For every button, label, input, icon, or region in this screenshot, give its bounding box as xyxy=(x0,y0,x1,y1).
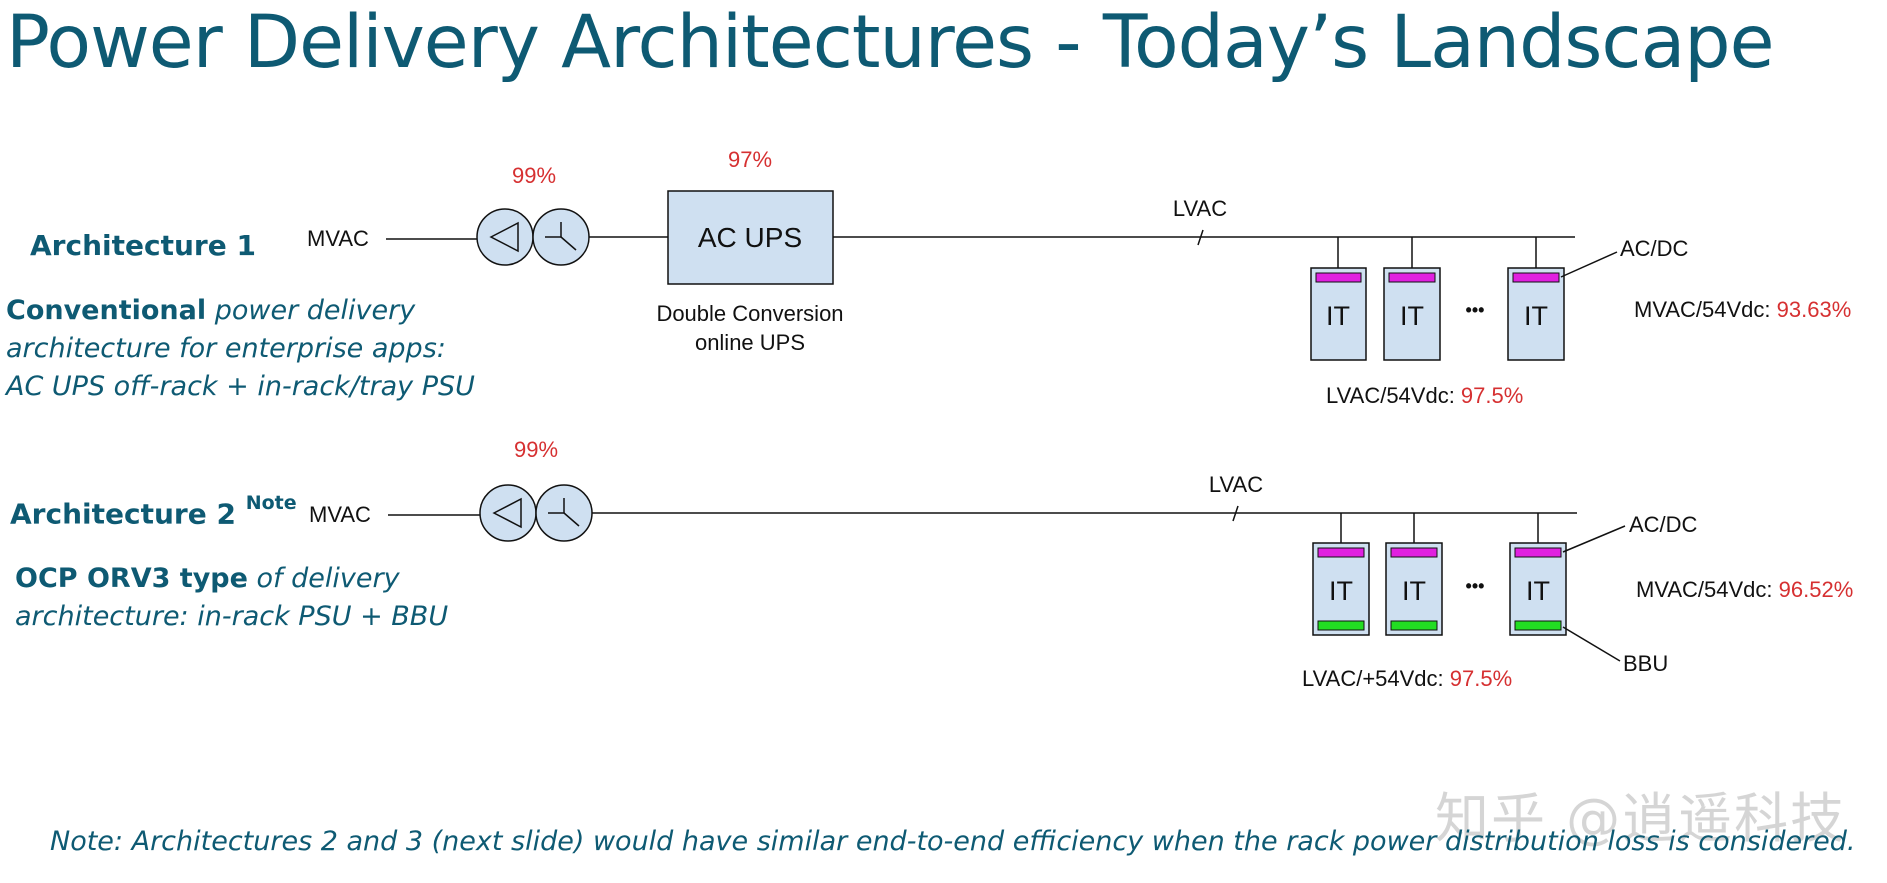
arch2-acdc-leader xyxy=(1562,525,1626,553)
arch1-ellipsis: ••• xyxy=(1466,300,1485,320)
arch1-it-rack-2: IT xyxy=(1383,237,1441,361)
arch2-it-label-1: IT xyxy=(1329,576,1353,606)
arch2-mvac-54vdc-label: MVAC/54Vdc: xyxy=(1636,577,1779,602)
architecture-2-desc-line-2: architecture: in-rack PSU + BBU xyxy=(15,598,448,636)
architecture-2-diagram: MVAC 99% LVAC IT IT ••• xyxy=(309,437,1853,691)
architecture-1-desc-line-1-rest: power delivery xyxy=(206,295,416,326)
arch1-ups-caption-line-2: online UPS xyxy=(695,330,805,355)
architecture-1-description: Conventional power delivery architecture… xyxy=(6,292,475,406)
architecture-2-description: OCP ORV3 type of delivery architecture: … xyxy=(15,560,448,636)
arch1-lvac-54vdc-label: LVAC/54Vdc: xyxy=(1326,383,1461,408)
arch1-mvac-54vdc-label: MVAC/54Vdc: xyxy=(1634,297,1777,322)
arch2-it-rack-3: IT xyxy=(1509,513,1567,636)
arch1-ac-ups-box xyxy=(667,190,834,285)
architecture-1-desc-line-2: architecture for enterprise apps: xyxy=(6,330,475,368)
architecture-2-desc-line-1: OCP ORV3 type of delivery xyxy=(15,560,448,598)
architecture-2-desc-line-2-text: architecture: in-rack PSU + BBU xyxy=(15,601,449,632)
architecture-2-desc-bold: OCP ORV3 type xyxy=(15,563,248,594)
architecture-1-desc-line-3: AC UPS off-rack + in-rack/tray PSU xyxy=(6,368,475,406)
architecture-1-desc-bold: Conventional xyxy=(6,295,207,326)
arch2-bbu-leader xyxy=(1562,626,1621,662)
architecture-1-heading: Architecture 1 xyxy=(30,229,256,262)
arch1-ups-caption-line-1: Double Conversion xyxy=(656,301,843,326)
footnote: Note: Architectures 2 and 3 (next slide)… xyxy=(50,826,1856,857)
arch2-mvac-54vdc-value: 96.52% xyxy=(1779,577,1854,602)
arch1-ac-ups-label: AC UPS xyxy=(698,222,802,253)
architecture-2-heading-note: Note xyxy=(245,492,297,514)
arch2-lvac-tick xyxy=(1232,505,1239,522)
arch1-acdc-label: AC/DC xyxy=(1620,236,1689,261)
watermark: 知乎 @逍遥科技 xyxy=(1435,787,1847,850)
arch1-it-rack-3: IT xyxy=(1507,237,1565,361)
arch2-bbu-label: BBU xyxy=(1623,651,1668,676)
arch2-it-label-2: IT xyxy=(1402,576,1426,606)
arch2-it-label-3: IT xyxy=(1526,576,1550,606)
arch2-it-rack-1: IT xyxy=(1312,513,1370,636)
arch1-mvac-54vdc-value: 93.63% xyxy=(1777,297,1852,322)
arch2-mvac-54vdc: MVAC/54Vdc: 96.52% xyxy=(1636,577,1853,602)
arch1-lvac-54vdc-value: 97.5% xyxy=(1461,383,1523,408)
arch2-lvac-54vdc: LVAC/+54Vdc: 97.5% xyxy=(1302,666,1512,691)
architecture-1-diagram: MVAC 99% 97% AC UPS Double Conversion on… xyxy=(307,147,1851,408)
arch1-lvac-label: LVAC xyxy=(1173,196,1227,221)
architecture-1-desc-line-1: Conventional power delivery xyxy=(6,292,475,330)
arch1-it-label-2: IT xyxy=(1400,301,1424,331)
arch2-lvac-54vdc-label: LVAC/+54Vdc: xyxy=(1302,666,1450,691)
arch1-it-label-1: IT xyxy=(1326,301,1350,331)
arch1-acdc-leader xyxy=(1560,251,1618,278)
arch2-transformer-icon xyxy=(479,484,593,542)
arch1-transformer-efficiency: 99% xyxy=(512,163,556,188)
architecture-2-desc-line-1-rest: of delivery xyxy=(247,563,400,594)
arch2-transformer-efficiency: 99% xyxy=(514,437,558,462)
slide-title: Power Delivery Architectures - Today’s L… xyxy=(6,0,1775,85)
arch2-ellipsis: ••• xyxy=(1466,576,1485,596)
arch1-mvac-54vdc: MVAC/54Vdc: 93.63% xyxy=(1634,297,1851,322)
arch2-lvac-54vdc-value: 97.5% xyxy=(1450,666,1512,691)
arch1-it-rack-1: IT xyxy=(1310,237,1367,361)
arch1-lvac-54vdc: LVAC/54Vdc: 97.5% xyxy=(1326,383,1523,408)
architecture-2-heading-text: Architecture 2 xyxy=(10,497,236,531)
arch1-it-label-3: IT xyxy=(1524,301,1548,331)
architecture-1-desc-line-3-text: AC UPS off-rack + in-rack/tray PSU xyxy=(6,371,475,402)
arch2-it-rack-2: IT xyxy=(1385,513,1443,636)
architecture-1-desc-line-2-text: architecture for enterprise apps: xyxy=(6,333,446,364)
arch2-acdc-label: AC/DC xyxy=(1629,512,1698,537)
architecture-2-heading: Architecture 2 Note xyxy=(10,492,297,531)
arch1-ups-efficiency: 97% xyxy=(728,147,772,172)
architecture-1-heading-text: Architecture 1 xyxy=(30,229,256,262)
arch2-lvac-label: LVAC xyxy=(1209,472,1263,497)
arch2-mvac-label: MVAC xyxy=(309,502,371,527)
arch1-transformer-icon xyxy=(476,208,590,266)
arch1-lvac-tick xyxy=(1197,229,1204,246)
arch1-mvac-label: MVAC xyxy=(307,226,369,251)
